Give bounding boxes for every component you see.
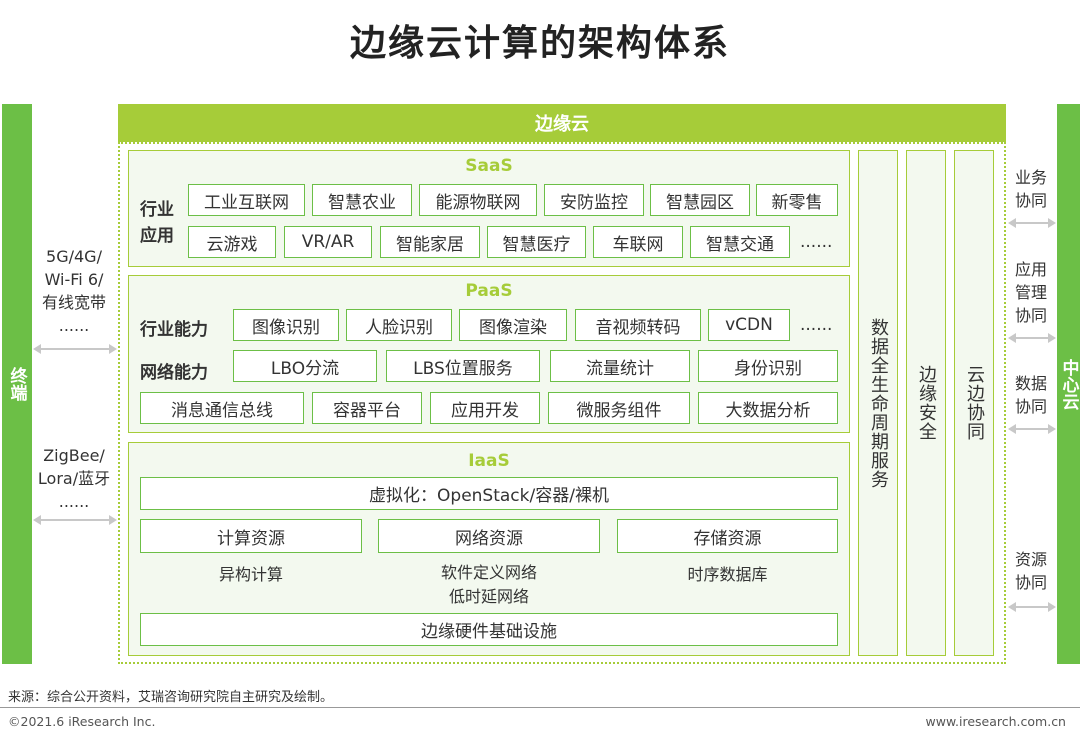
network-sub-item: 软件定义网络 <box>440 563 537 582</box>
terminal-access-text: 5G/4G/ <box>46 247 102 266</box>
collab-text: 资源 <box>1014 550 1047 569</box>
double-arrow-icon <box>1008 333 1056 343</box>
network-sub-items: 软件定义网络 低时延网络 <box>378 561 600 609</box>
terminal-access-text: ZigBee/ <box>43 446 105 465</box>
paas-capability: 音视频转码 <box>575 309 701 341</box>
copyright: ©2021.6 iResearch Inc. <box>8 714 156 729</box>
compute-sub-item: 异构计算 <box>218 565 283 584</box>
collab-text: 管理 <box>1014 283 1047 302</box>
double-arrow-icon <box>1008 218 1056 228</box>
collab-text: 应用 <box>1014 260 1047 279</box>
cloud-edge-collab-column: 云边协同 <box>954 150 994 656</box>
website-link[interactable]: www.iresearch.com.cn <box>925 714 1067 729</box>
paas-capability: 身份识别 <box>698 350 838 382</box>
terminal-access-text: ...... <box>58 316 90 335</box>
terminal-access-text: Lora/蓝牙 <box>37 469 111 488</box>
collab-text: 协同 <box>1014 397 1047 416</box>
saas-item: 能源物联网 <box>419 184 537 216</box>
paas-row1-label: 行业能力 <box>140 320 208 340</box>
collab-label-data: 数据 协同 <box>1008 372 1054 418</box>
collab-text: 协同 <box>1014 306 1047 325</box>
data-lifecycle-column: 数据全生命周期服务 <box>858 150 898 656</box>
paas-capability: 流量统计 <box>550 350 690 382</box>
paas-capability: 微服务组件 <box>548 392 690 424</box>
paas-capability: LBS位置服务 <box>386 350 540 382</box>
collab-text: 协同 <box>1014 573 1047 592</box>
row-label-text: 应用 <box>140 226 174 246</box>
saas-title: SaaS <box>465 156 513 176</box>
saas-item: 安防监控 <box>544 184 644 216</box>
terminal-access-text: 有线宽带 <box>41 293 106 312</box>
double-arrow-icon <box>1008 424 1056 434</box>
collab-text: 业务 <box>1014 168 1047 187</box>
iaas-title: IaaS <box>468 451 510 471</box>
collab-text: 协同 <box>1014 191 1047 210</box>
column-label: 云边协同 <box>964 365 985 441</box>
saas-item: 智慧医疗 <box>487 226 586 258</box>
storage-sub-item: 时序数据库 <box>687 565 768 584</box>
saas-item: 云游戏 <box>188 226 276 258</box>
saas-item: 新零售 <box>756 184 838 216</box>
collab-label-resource: 资源 协同 <box>1008 548 1054 594</box>
hardware-infrastructure-box: 边缘硬件基础设施 <box>140 613 838 646</box>
double-arrow-icon <box>33 344 117 354</box>
row-label-text: 行业 <box>140 200 174 220</box>
saas-item: 工业互联网 <box>188 184 305 216</box>
terminal-bar: 终端 <box>2 104 32 664</box>
paas-capability: LBO分流 <box>233 350 377 382</box>
network-resource-box: 网络资源 <box>378 519 600 553</box>
paas-capability: 应用开发 <box>430 392 540 424</box>
column-label: 边缘安全 <box>916 365 937 441</box>
paas-more: ...... <box>800 315 833 335</box>
collab-label-business: 业务 协同 <box>1008 166 1054 212</box>
column-label: 数据全生命周期服务 <box>868 317 889 489</box>
paas-capability: vCDN <box>708 309 790 341</box>
terminal-access-group-1: 5G/4G/ Wi-Fi 6/ 有线宽带 ...... <box>34 245 114 337</box>
virtualization-box: 虚拟化：OpenStack/容器/裸机 <box>140 477 838 510</box>
collab-text: 数据 <box>1014 374 1047 393</box>
saas-item: VR/AR <box>284 226 372 258</box>
double-arrow-icon <box>1008 602 1056 612</box>
paas-capability: 图像渲染 <box>459 309 567 341</box>
footer-divider <box>0 707 1080 708</box>
paas-capability: 消息通信总线 <box>140 392 304 424</box>
saas-item: 智能家居 <box>380 226 480 258</box>
paas-capability: 图像识别 <box>233 309 339 341</box>
compute-resource-box: 计算资源 <box>140 519 362 553</box>
saas-item: 智慧交通 <box>690 226 790 258</box>
source-note: 来源：综合公开资料，艾瑞咨询研究院自主研究及绘制。 <box>8 690 334 705</box>
paas-capability: 容器平台 <box>312 392 422 424</box>
edge-security-column: 边缘安全 <box>906 150 946 656</box>
saas-row-label: 行业 应用 <box>140 197 174 249</box>
paas-title: PaaS <box>465 281 513 301</box>
paas-capability: 人脸识别 <box>346 309 452 341</box>
terminal-access-text: Wi-Fi 6/ <box>44 270 104 289</box>
network-sub-item: 低时延网络 <box>448 587 529 606</box>
page-title: 边缘云计算的架构体系 <box>349 23 730 64</box>
terminal-access-text: ...... <box>58 492 90 511</box>
saas-item: 智慧农业 <box>312 184 412 216</box>
saas-item: 车联网 <box>593 226 683 258</box>
terminal-access-group-2: ZigBee/ Lora/蓝牙 ...... <box>34 444 114 513</box>
storage-resource-box: 存储资源 <box>617 519 838 553</box>
saas-item: 智慧园区 <box>650 184 750 216</box>
center-cloud-bar: 中心云 <box>1057 104 1080 664</box>
edge-cloud-header: 边缘云 <box>118 104 1006 142</box>
edge-cloud-frame <box>118 142 1006 664</box>
collab-label-app-management: 应用 管理 协同 <box>1008 258 1054 327</box>
paas-capability: 大数据分析 <box>698 392 838 424</box>
saas-more: ...... <box>800 232 833 252</box>
double-arrow-icon <box>33 515 117 525</box>
paas-row2-label: 网络能力 <box>140 363 208 383</box>
